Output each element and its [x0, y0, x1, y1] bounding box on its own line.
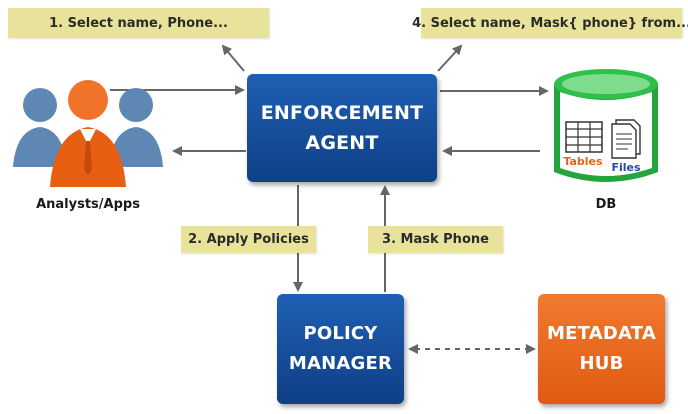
group-of-people-icon — [13, 80, 163, 187]
callout-step4: 4. Select name, Mask{ phone} from... — [412, 8, 688, 38]
callout-step3: 3. Mask Phone — [368, 226, 503, 253]
policy-manager-line1: POLICY — [303, 323, 378, 344]
enforcement-agent-box: ENFORCEMENT AGENT — [247, 74, 437, 182]
enforcement-agent-line1: ENFORCEMENT — [260, 102, 424, 124]
metadata-hub-line1: METADATA — [547, 323, 656, 344]
db-files-label: Files — [611, 161, 641, 174]
database-cylinder-icon — [554, 69, 658, 182]
callout-step2: 2. Apply Policies — [181, 226, 316, 253]
document-files-icon — [611, 119, 641, 159]
arrow-agent-to-step1 — [221, 44, 245, 72]
enforcement-agent-line2: AGENT — [305, 132, 379, 154]
dashed-link-left-head — [408, 344, 418, 354]
callout-step1: 1. Select name, Phone... — [8, 8, 269, 38]
dashed-link-right-head — [526, 344, 536, 354]
policy-manager-box: POLICY MANAGER — [277, 294, 404, 404]
arrow-agent-to-step4 — [437, 44, 463, 72]
metadata-hub-box: METADATA HUB — [538, 294, 665, 404]
db-label: DB — [595, 197, 617, 212]
policy-manager-line2: MANAGER — [288, 353, 393, 374]
metadata-hub-line2: HUB — [579, 353, 624, 374]
table-grid-icon — [565, 121, 603, 153]
db-tables-label: Tables — [563, 155, 603, 168]
users-label: Analysts/Apps — [36, 197, 140, 212]
